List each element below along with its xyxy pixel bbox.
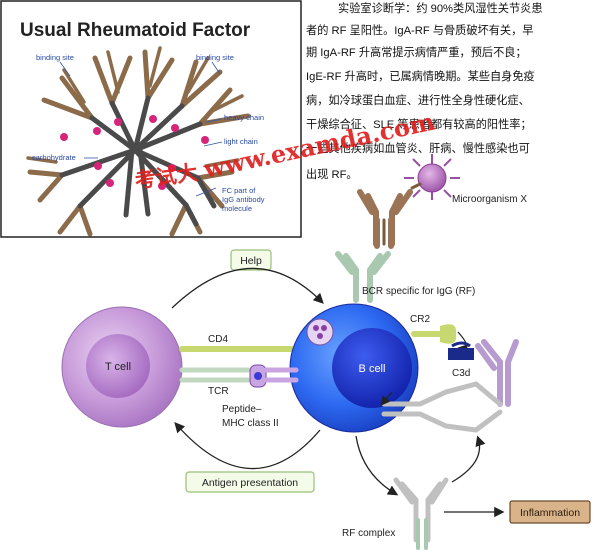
- bcr-internalize-arrow: [380, 391, 393, 406]
- text-line: 干燥综合征、SLE 等患者都有较高的阳性率；: [306, 117, 532, 131]
- label-peptide-mhc-2: MHC class II: [222, 418, 279, 429]
- label-heavy-chain: heavy chain: [224, 113, 264, 122]
- text-line: 病，如冷球蛋白血症、进行性全身性硬化症、: [306, 93, 530, 107]
- target-igg: [475, 339, 519, 407]
- anti-microbe-igg: [357, 189, 413, 249]
- label-microorganism: Microorganism X: [452, 194, 527, 205]
- label-light-chain: light chain: [224, 137, 258, 146]
- label-fc-part-2: IgG antibody: [222, 195, 265, 204]
- label-binding-site-left: binding site: [36, 53, 74, 62]
- rf-complex-return-arrow: [451, 435, 486, 483]
- label-rf-complex: RF complex: [342, 528, 395, 539]
- rf-igg-crosslink: [381, 381, 503, 433]
- cr2-receptor: [411, 324, 457, 344]
- carbohydrate-dots: [60, 115, 209, 190]
- t-cell: [61, 306, 183, 428]
- text-line: 一些其他疾病如血管炎、肝病、慢性感染也可: [306, 141, 530, 155]
- label-bcr: BCR specific for IgG (RF): [362, 286, 475, 297]
- text-line: 实验室诊断学：约 90%类风湿性关节炎患: [338, 1, 543, 15]
- help-arrow: [171, 267, 324, 309]
- label-fc-part-1: FC part of: [222, 186, 256, 195]
- antigen-presentation-arrow: [174, 422, 321, 470]
- light-chains: [26, 46, 244, 168]
- text-line: IgE-RF 升高时，已属病情晚期。某些自身免疫: [306, 69, 535, 83]
- label-tcr: TCR: [208, 386, 229, 397]
- c3d-fragment: [448, 341, 474, 360]
- text-line: 出现 RF。: [306, 167, 358, 181]
- label-inflammation: Inflammation: [520, 507, 580, 519]
- description-text-block: 实验室诊断学：约 90%类风湿性关节炎患 者的 RF 呈阳性。IgA-RF 与骨…: [306, 1, 543, 181]
- anti-microbe-igg-light: [382, 182, 422, 246]
- microorganism-x: [404, 154, 460, 200]
- inset-title: Usual Rheumatoid Factor: [20, 20, 251, 41]
- label-c3d: C3d: [452, 368, 470, 379]
- rf-complex: [393, 477, 449, 543]
- rf-complex-igm: [416, 518, 428, 550]
- inset-leader-lines: [59, 61, 223, 197]
- help-box: [230, 249, 272, 271]
- label-binding-site-right: binding site: [196, 53, 234, 62]
- cr2-c3d-arrow: [457, 331, 468, 354]
- label-b-cell: B cell: [359, 363, 386, 375]
- label-antigen-presentation: Antigen presentation: [202, 477, 298, 489]
- text-line: 期 IgA-RF 升高常提示病情严重，预后不良；: [306, 45, 527, 59]
- rf-complex-arrow: [355, 435, 399, 496]
- text-line: 者的 RF 呈阳性。IgA-RF 与骨质破坏有关，早: [306, 23, 533, 37]
- label-cd4: CD4: [208, 334, 228, 345]
- tcr-mhc-complex: [179, 364, 299, 388]
- label-help: Help: [240, 255, 262, 267]
- label-carbohydrate: carbohydrate: [32, 153, 76, 162]
- label-peptide-mhc-1: Peptide–: [222, 404, 262, 415]
- antigen-presentation-box: [185, 471, 315, 493]
- label-fc-part-3: molecule: [222, 204, 252, 213]
- inflammation-box: [509, 500, 591, 524]
- bcr-receptor: [335, 251, 391, 303]
- label-t-cell: T cell: [105, 361, 131, 373]
- label-cr2: CR2: [410, 314, 430, 325]
- inset-panel: Usual Rheumatoid Factor: [0, 0, 302, 238]
